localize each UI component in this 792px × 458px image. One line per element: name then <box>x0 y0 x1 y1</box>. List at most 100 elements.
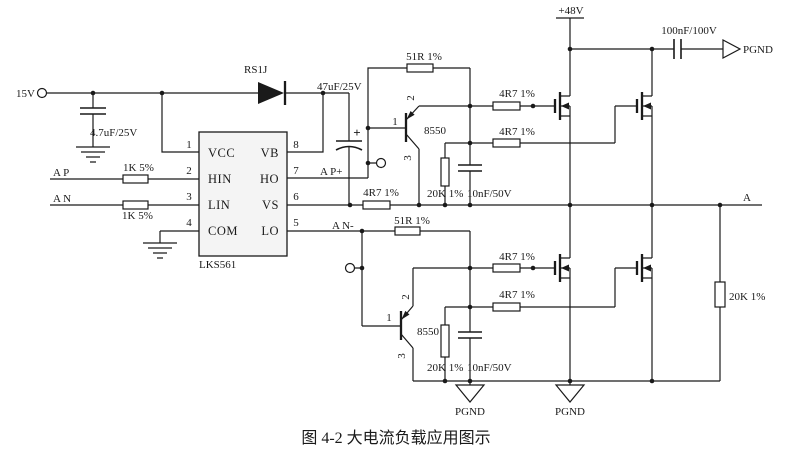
mosfet-high-1 <box>553 49 571 205</box>
bus-cap <box>673 39 682 59</box>
mosfet-high-2 <box>635 49 653 205</box>
hin-resistor <box>122 174 149 184</box>
ic-pin-vcc: VCC <box>208 146 235 160</box>
mosfet-body-arrow-icon <box>643 102 651 110</box>
mosfet-low-2 <box>635 205 653 381</box>
test-point-low <box>344 262 356 274</box>
gate-resistor-h1-label: 4R7 1% <box>499 88 535 100</box>
vbus-label: +48V <box>558 5 583 17</box>
gate-resistor-l1-label: 4R7 1% <box>499 251 535 263</box>
gate-cap-bot <box>458 331 482 339</box>
bjt-bot-pin-emitter: 2 <box>400 294 412 300</box>
output-network: A 20K 1% <box>714 192 765 308</box>
input-n-label: A N <box>53 193 71 205</box>
ic-pin-vb: VB <box>261 146 279 160</box>
bjt-bot-model-label: 8550 <box>417 326 440 338</box>
gate-resistors: 4R7 1% 4R7 1% 4R7 1% 4R7 1% <box>492 88 535 312</box>
gate-cap-bot-label: 10nF/50V <box>467 362 512 374</box>
input-p-label: A P <box>53 167 69 179</box>
mosfet-body-arrow-icon <box>561 102 569 110</box>
lin-resistor-label: 1K 5% <box>122 210 153 222</box>
pulldown-resistor-bot-label: 20K 1% <box>427 362 463 374</box>
input-network: 1K 5% 1K 5% A P A N <box>53 162 177 259</box>
hin-resistor-label: 1K 5% <box>123 162 154 174</box>
bjt-top-pin-collector: 3 <box>402 155 414 161</box>
pgnd-label-2: PGND <box>555 406 585 418</box>
ic-pinnum-8: 8 <box>293 139 299 151</box>
earth-ground-icon <box>76 146 110 163</box>
gate-driver-ic: VCC HIN LIN COM VB HO VS LO 1 2 3 4 8 7 … <box>186 131 299 271</box>
test-point-high <box>375 157 387 169</box>
ho-net-label: A P+ <box>320 166 342 178</box>
bjt-bot-pin-collector: 3 <box>396 353 408 359</box>
bootstrap-diode: RS1J <box>244 64 287 105</box>
vin-label: 15V <box>16 88 35 100</box>
pgnd-symbol-right <box>722 39 742 59</box>
gate-resistor-h2-label: 4R7 1% <box>499 126 535 138</box>
vs-resistor-body <box>362 200 391 210</box>
pulldown-networks: 20K 1% 10nF/50V 20K 1% 10nF/50V <box>427 157 512 374</box>
base-resistor-top <box>406 63 434 73</box>
bootstrap-cap-plate-bottom <box>335 145 363 151</box>
input-cap: 4.7uF/25V <box>76 107 137 163</box>
ic-name-label: LKS561 <box>199 259 236 271</box>
input-cap-plates <box>80 107 106 115</box>
mosfet-body-arrow-icon <box>643 264 651 272</box>
bjt-top-pin-base: 1 <box>392 116 398 128</box>
ic-pin-com: COM <box>208 224 238 238</box>
ic-pin-lin: LIN <box>208 198 230 212</box>
low-side-bjt: 8550 1 2 3 51R 1% <box>386 215 439 359</box>
base-resistor-bot-label: 51R 1% <box>394 215 430 227</box>
diode-label: RS1J <box>244 64 268 76</box>
bus-cap-label: 100nF/100V <box>661 25 717 37</box>
mosfet-bars <box>553 92 562 120</box>
vin-terminal-circle <box>36 87 48 99</box>
mosfet-bars <box>635 92 644 120</box>
bootstrap-cap: + 47uF/25V <box>317 81 363 151</box>
pnp-emitter-arrow-icon <box>406 111 415 120</box>
bjt-top-model-label: 8550 <box>424 125 447 137</box>
gate-resistor-l1 <box>492 263 521 273</box>
pulldown-resistor-bot <box>440 324 450 358</box>
mosfet-low-1 <box>553 205 571 381</box>
net-labels: A P+ A N- <box>320 157 387 274</box>
figure-caption: 图 4-2 大电流负载应用图示 <box>301 428 490 447</box>
ic-pinnum-5: 5 <box>293 217 299 229</box>
ic-body <box>198 131 288 257</box>
bjt-top-pin-emitter: 2 <box>405 95 417 101</box>
gate-resistor-l2 <box>492 302 521 312</box>
output-resistor-label: 20K 1% <box>729 291 765 303</box>
vin-terminal: 15V <box>16 87 48 100</box>
pnp-emitter-arrow-icon <box>401 310 410 320</box>
vs-resistor: 4R7 1% <box>362 187 399 210</box>
pgnd-symbol-2 <box>554 384 586 403</box>
phase-output-label: A <box>743 192 751 204</box>
earth-ground-icon <box>143 242 177 259</box>
mosfet-body-arrow-icon <box>561 264 569 272</box>
ic-pin-vs: VS <box>262 198 279 212</box>
bootstrap-cap-polarity: + <box>353 125 360 140</box>
ic-pin-ho: HO <box>260 172 279 186</box>
ic-pin-hin: HIN <box>208 172 232 186</box>
gate-resistor-l2-label: 4R7 1% <box>499 289 535 301</box>
mosfet-bars <box>553 254 562 282</box>
gate-cap-top <box>458 164 482 172</box>
pulldown-resistor-top-label: 20K 1% <box>427 188 463 200</box>
junction-dots <box>90 46 723 384</box>
output-resistor <box>714 281 726 308</box>
bus-section: +48V 100nF/100V PGND <box>558 5 773 59</box>
gate-resistor-h2 <box>492 138 521 148</box>
input-cap-label: 4.7uF/25V <box>90 127 137 139</box>
base-resistor-top-label: 51R 1% <box>406 51 442 63</box>
bootstrap-cap-label: 47uF/25V <box>317 81 362 93</box>
gate-cap-top-label: 10nF/50V <box>467 188 512 200</box>
lin-resistor <box>122 200 149 210</box>
ic-pin-lo: LO <box>261 224 279 238</box>
ic-pinnum-3: 3 <box>186 191 192 203</box>
ic-pinnum-6: 6 <box>293 191 299 203</box>
ic-pinnum-1: 1 <box>186 139 192 151</box>
base-resistor-bot <box>394 226 421 236</box>
vs-resistor-label: 4R7 1% <box>363 187 399 199</box>
pulldown-resistor-top <box>440 157 450 187</box>
